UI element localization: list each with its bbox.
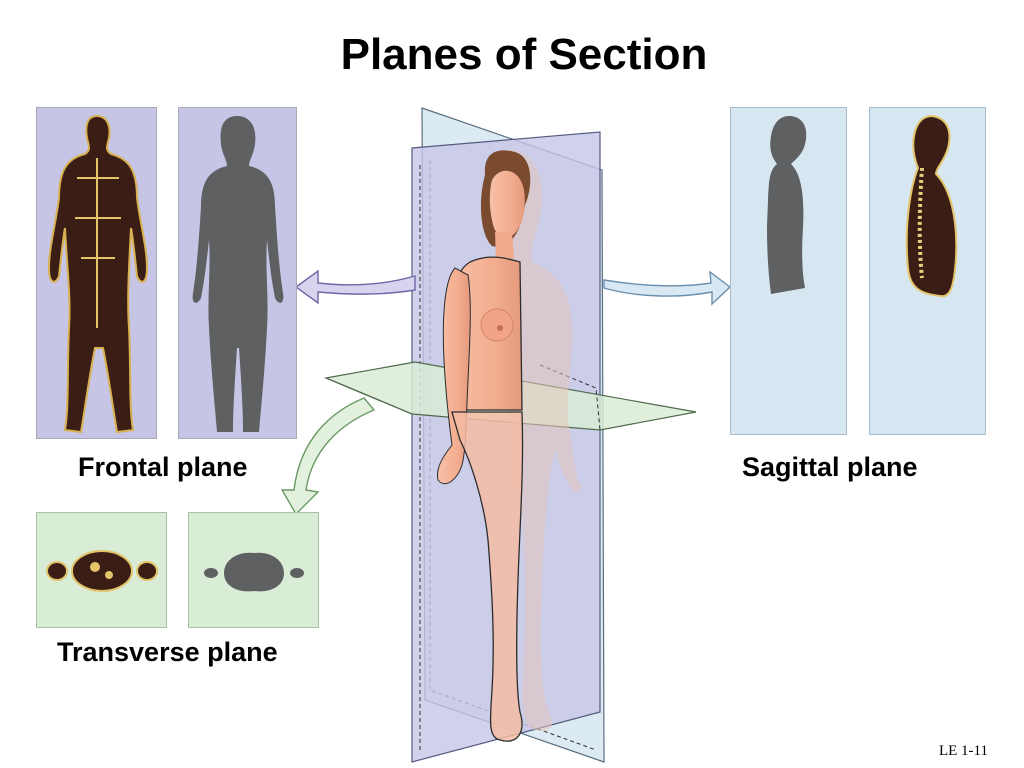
body-figure [437, 150, 531, 742]
frontal-silhouette-icon [192, 116, 284, 432]
frontal-section-icon [47, 114, 149, 434]
sagittal-section-icon [905, 114, 958, 298]
body-figure-pale-half [510, 150, 582, 732]
arrow-frontal [294, 269, 416, 305]
transverse-silhouette-icon [204, 552, 304, 592]
arrow-sagittal [603, 270, 732, 306]
transverse-silhouette-panel [188, 512, 319, 628]
sagittal-silhouette-icon [767, 116, 807, 294]
slide-title: Planes of Section [340, 30, 708, 79]
transverse-section-icon [46, 550, 158, 592]
frontal-plane-label: Frontal plane [78, 452, 248, 482]
sagittal-silhouette-panel [730, 107, 847, 435]
slide-number: LE 1-11 [938, 743, 988, 759]
frontal-silhouette-panel [178, 107, 297, 439]
sagittal-section-panel [869, 107, 986, 435]
transverse-section-panel [36, 512, 167, 628]
frontal-section-panel [36, 107, 157, 439]
transverse-plane-label: Transverse plane [57, 637, 278, 667]
sagittal-plane-label: Sagittal plane [742, 452, 918, 482]
